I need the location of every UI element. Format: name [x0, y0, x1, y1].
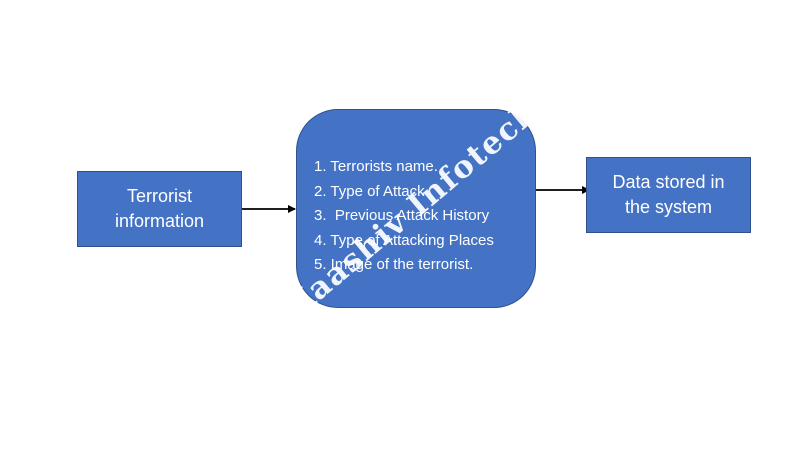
terrorist-information-box: Terrorist information	[77, 171, 242, 247]
terrorist-information-label: Terrorist information	[114, 186, 205, 231]
list-item: 2. Type of Attack	[314, 182, 425, 200]
data-stored-box: Data stored in the system	[586, 157, 751, 233]
list-item: 5. Image of the terrorist.	[314, 256, 474, 273]
attribute-list: 1. Terrorists name. 2. Type of Attack 3.…	[314, 155, 494, 278]
list-item: 4. Type of Attacking Places	[314, 231, 494, 249]
list-item: 1. Terrorists name.	[314, 158, 438, 175]
attributes-process-box: 1. Terrorists name. 2. Type of Attack 3.…	[296, 109, 536, 308]
data-stored-label: Data stored in the system	[612, 172, 725, 217]
list-item: 3. Previous Attack History	[314, 207, 490, 224]
